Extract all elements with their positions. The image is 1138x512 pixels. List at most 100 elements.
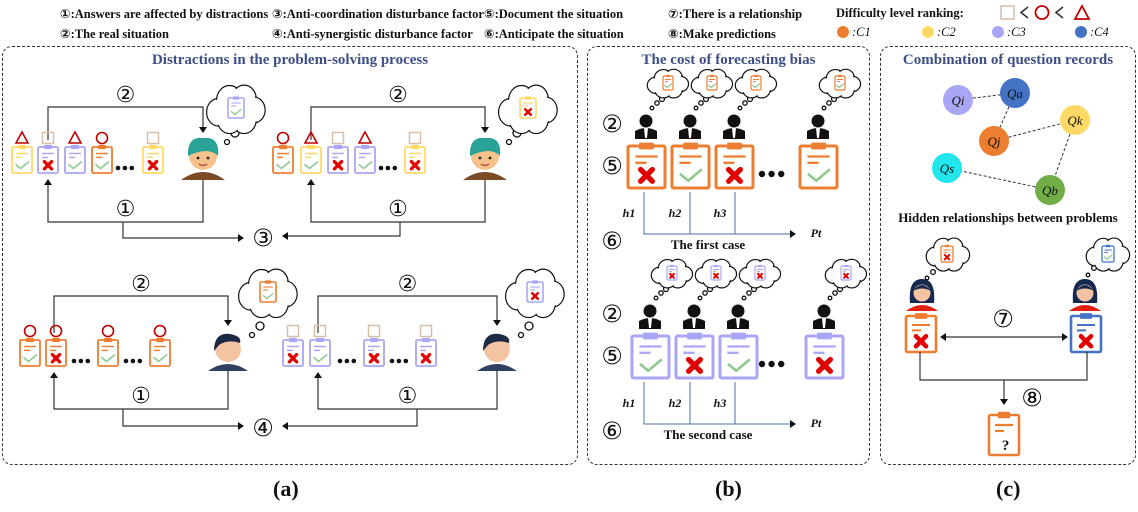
question-mark: ?: [1002, 437, 1010, 454]
check-icon: [807, 168, 831, 183]
person-icon: [727, 304, 749, 329]
clipboard-icon: [526, 280, 544, 303]
circle-difficulty-icon: [276, 131, 290, 145]
ellipsis-icon: [758, 170, 766, 178]
concept-label-c4: :C4: [1090, 25, 1109, 39]
ellipsis-icon: [778, 170, 785, 178]
cross-icon: [420, 352, 432, 364]
caption-c: (c): [996, 476, 1021, 501]
circle-difficulty-icon: [153, 324, 167, 338]
clipboard-icon: [11, 144, 33, 174]
circle-icon: [1034, 5, 1050, 20]
caption-b: (b): [715, 476, 742, 501]
clipboard-icon: ?: [987, 411, 1021, 457]
marker-two: ②: [398, 272, 418, 297]
cross-icon: [530, 291, 540, 301]
arrow-head: [307, 179, 315, 185]
thought-bubble-icon: [223, 138, 231, 146]
ellipsis-icon: [403, 358, 409, 364]
clipboard-icon: [940, 244, 954, 263]
arrow-head: [224, 320, 232, 326]
distraction-line: [47, 178, 204, 223]
cross-icon: [50, 352, 62, 364]
clipboard-icon: [718, 332, 759, 380]
question-node: [932, 153, 962, 183]
merge-line: [288, 222, 401, 237]
clipboard-icon: [630, 332, 671, 380]
ellipsis-icon: [392, 165, 398, 171]
case-label: The first case: [671, 237, 746, 252]
thought-bubble-icon: [741, 295, 747, 301]
thought-bubble-icon: [826, 100, 832, 106]
person-icon: [807, 114, 829, 139]
arrow-head: [493, 320, 501, 326]
cross-icon: [1078, 333, 1094, 349]
clipboard-icon: [272, 144, 294, 174]
arrow-head: [238, 422, 244, 430]
prediction-line: [919, 352, 1088, 381]
question-node: [1000, 78, 1030, 108]
ellipsis-icon: [137, 358, 143, 364]
clipboard-icon: [64, 144, 86, 174]
marker-three: ③: [252, 224, 274, 252]
thought-bubble-icon: [693, 105, 699, 111]
clipboard-icon: [282, 337, 304, 367]
clipboard-icon: [666, 264, 678, 281]
triangle-difficulty-icon: [14, 130, 30, 144]
clipboard-icon: [750, 74, 762, 91]
square-difficulty-icon: [41, 131, 55, 145]
thought-bubble-icon: [742, 100, 748, 106]
marker-two: ②: [116, 83, 136, 108]
question-node: [1035, 175, 1065, 205]
check-icon: [14, 160, 30, 170]
ellipsis-icon: [115, 165, 121, 171]
relationship-edge: [993, 119, 1076, 142]
caption-a: (a): [273, 476, 299, 501]
difficulty-label: Difficulty level ranking:: [836, 6, 964, 20]
legend-item-1: ①:Answers are affected by distractions: [60, 6, 269, 21]
student-avatar: [181, 137, 225, 180]
student-avatar: [1069, 279, 1101, 311]
check-icon: [727, 358, 751, 373]
check-icon: [230, 108, 242, 116]
clipboard-icon: [519, 96, 537, 119]
square-icon: [1000, 5, 1015, 20]
clipboard-icon: [259, 280, 277, 303]
h-label: h2: [669, 396, 682, 410]
panel-a-title: Distractions in the problem-solving proc…: [151, 52, 429, 68]
marker-one: ①: [116, 197, 136, 222]
cross-icon: [523, 107, 533, 117]
cross-icon: [637, 166, 656, 184]
arrow-head: [314, 372, 322, 378]
cross-icon: [368, 352, 380, 364]
case-label: The second case: [664, 427, 753, 442]
check-icon: [312, 353, 328, 363]
square-difficulty-icon: [146, 131, 160, 145]
clipboard-icon: [840, 264, 852, 281]
student-avatar: [208, 333, 248, 371]
cross-icon: [943, 253, 951, 261]
arrow-head: [282, 232, 288, 240]
clipboard-icon: [363, 337, 385, 367]
clipboard-icon: [626, 142, 667, 190]
arrow-head: [44, 179, 52, 185]
less-than-icon: [1019, 6, 1029, 19]
arrow-head: [790, 420, 796, 428]
arrow-head: [940, 333, 946, 341]
triangle-difficulty-icon: [303, 130, 319, 144]
clipboard-icon: [710, 264, 722, 281]
h-label: h3: [714, 206, 727, 220]
legend-item-6: ⑥:Anticipate the situation: [484, 26, 624, 41]
cross-icon: [713, 272, 719, 279]
check-icon: [357, 160, 373, 170]
clipboard-icon: [37, 144, 59, 174]
clipboard-icon: [97, 337, 119, 367]
circle-difficulty-icon: [95, 131, 109, 145]
thought-bubble-icon: [827, 295, 833, 301]
marker-eight: ⑧: [1021, 384, 1043, 412]
concept-label-c1: :C1: [852, 25, 871, 39]
timeline-axis: [643, 192, 790, 235]
thought-bubble-icon: [929, 268, 937, 276]
person-icon: [723, 114, 745, 139]
